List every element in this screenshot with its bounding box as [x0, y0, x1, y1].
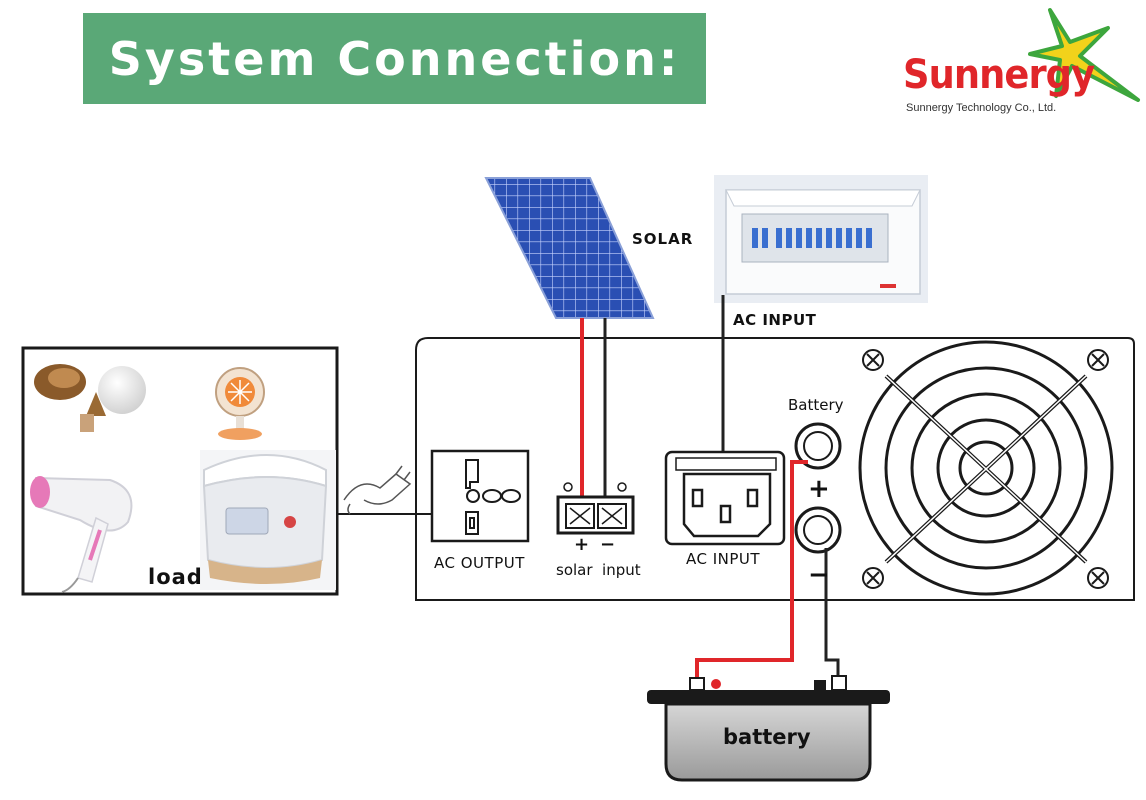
solar-panel-icon: [484, 177, 655, 319]
title-banner: System Connection:: [83, 13, 706, 104]
battery-negative-terminal: [794, 506, 842, 554]
rice-cooker-icon: [200, 450, 336, 590]
solar-minus-sign: −: [600, 534, 616, 555]
fan-grille-icon: [858, 340, 1114, 596]
logo-subtitle: Sunnergy Technology Co., Ltd.: [906, 102, 1057, 114]
battery-positive-terminal: [794, 422, 842, 470]
battery-icon: [647, 675, 890, 782]
ac-output-socket: [430, 449, 530, 543]
hair-dryer-icon: [30, 476, 133, 593]
ac-output-label: AC OUTPUT: [434, 554, 525, 572]
logo-wordmark: Sunnergy: [903, 52, 1095, 98]
ac-input-socket: [664, 450, 786, 546]
battery-negative-wire: [824, 548, 840, 683]
solar-plus-sign: +: [574, 534, 590, 555]
breaker-box-icon: [714, 175, 928, 303]
led-bulb-icon: [34, 364, 146, 432]
ac-input-top-label: AC INPUT: [733, 311, 817, 329]
battery-label: battery: [723, 725, 811, 749]
solar-input-terminal: [556, 482, 635, 535]
heater-icon: [215, 367, 265, 440]
solar-input-label: solar input: [556, 561, 641, 579]
battery-port-label: Battery: [788, 396, 844, 414]
plug-icon: [343, 465, 412, 515]
battery-plus-sign: +: [808, 474, 830, 504]
battery-positive-wire: [695, 460, 808, 683]
ac-input-port-label: AC INPUT: [686, 550, 761, 568]
battery-minus-sign: −: [808, 560, 830, 590]
page-title: System Connection:: [108, 31, 681, 86]
load-label: load: [148, 565, 203, 589]
solar-label: SOLAR: [632, 230, 694, 248]
